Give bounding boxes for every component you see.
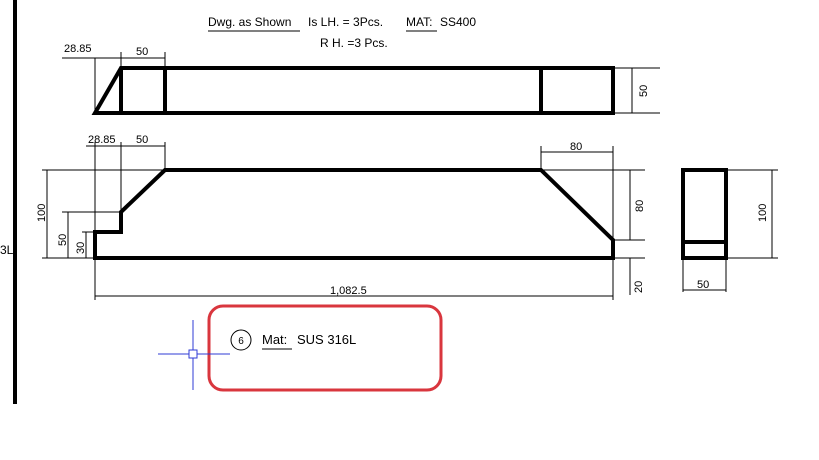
top-dim-width: 50 [136, 46, 148, 58]
callout-balloon-number: 6 [238, 336, 244, 347]
front-dim-right-bottom: 20 [633, 281, 645, 293]
top-view[interactable]: 28.85 50 50 [62, 43, 660, 115]
callout-highlight-box [207, 304, 443, 392]
note-rh-qty: R H. =3 Pcs. [320, 36, 388, 50]
drawing-notes: Dwg. as Shown Is LH. = 3Pcs. MAT: SS400 … [208, 15, 476, 50]
front-dim-total-height: 100 [36, 204, 48, 222]
side-dim-height: 100 [757, 204, 769, 222]
front-dim-step-height: 50 [57, 234, 69, 246]
top-dim-offset: 28.85 [64, 43, 92, 55]
top-dim-height: 50 [638, 85, 650, 97]
side-view-outline [681, 168, 728, 260]
front-view[interactable]: 28.85 50 80 100 50 30 80 20 1,082.5 [36, 134, 646, 300]
side-view[interactable]: 100 50 [681, 168, 778, 292]
callout-mat-value: SUS 316L [297, 332, 356, 347]
front-dim-width: 50 [136, 134, 148, 146]
note-mat-label: MAT: [406, 15, 432, 29]
front-dim-right-width: 80 [570, 141, 582, 153]
callout-balloon [230, 329, 252, 351]
frame-left-border [13, 0, 17, 404]
note-dwg-as-shown: Dwg. as Shown [208, 15, 291, 29]
front-dim-offset: 28.85 [88, 134, 116, 146]
front-dim-length: 1,082.5 [330, 285, 367, 297]
side-dim-width: 50 [697, 279, 709, 291]
note-mat-value: SS400 [440, 15, 476, 29]
top-view-outline [91, 66, 615, 115]
crosshair-cursor-icon [158, 320, 230, 390]
callout-mat-label: Mat: [262, 332, 287, 347]
note-lh-qty: Is LH. = 3Pcs. [308, 15, 383, 29]
front-dim-base-height: 30 [75, 242, 87, 254]
front-view-outline [93, 168, 615, 260]
left-cut-label: 3L [0, 243, 14, 257]
front-dim-right-height: 80 [634, 200, 646, 212]
material-callout[interactable]: 6 Mat: SUS 316L [207, 304, 443, 392]
